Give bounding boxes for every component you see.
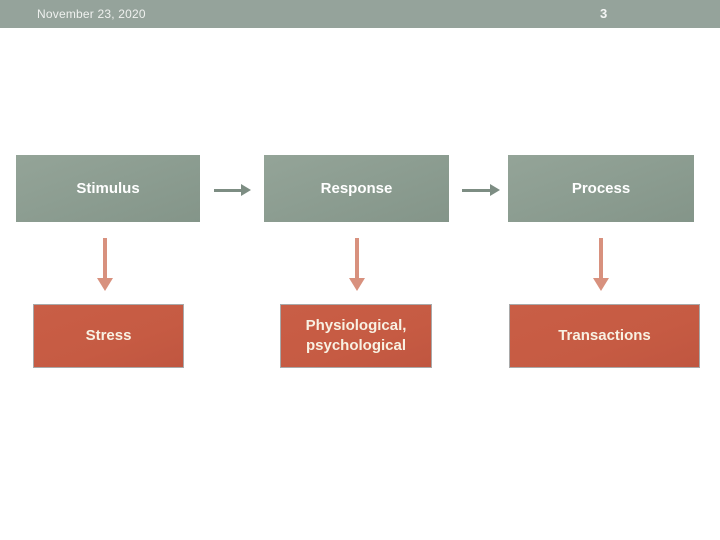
process-box: Process xyxy=(508,155,694,222)
arrow-shaft xyxy=(103,238,107,279)
physiological-psychological-label: Physiological, psychological xyxy=(305,316,407,354)
arrow-process-to-transactions-icon xyxy=(593,238,609,291)
arrow-shaft xyxy=(214,189,242,192)
stress-label: Stress xyxy=(85,326,132,344)
process-label: Process xyxy=(571,180,631,197)
physiological-psychological-box: Physiological, psychological xyxy=(280,304,432,368)
transactions-box: Transactions xyxy=(509,304,700,368)
arrow-response-to-physiological-icon xyxy=(349,238,365,291)
stress-box: Stress xyxy=(33,304,184,368)
arrow-stimulus-to-stress-icon xyxy=(97,238,113,291)
arrow-response-to-process-icon xyxy=(462,184,500,197)
arrow-head xyxy=(241,184,251,196)
response-label: Response xyxy=(320,180,393,197)
arrow-head xyxy=(97,278,113,291)
stimulus-label: Stimulus xyxy=(76,180,140,197)
arrow-head xyxy=(490,184,500,196)
arrow-head xyxy=(349,278,365,291)
arrow-shaft xyxy=(462,189,491,192)
stimulus-box: Stimulus xyxy=(16,155,200,222)
transactions-label: Transactions xyxy=(558,326,651,344)
page-number: 3 xyxy=(600,6,608,21)
response-box: Response xyxy=(264,155,449,222)
arrow-stimulus-to-response-icon xyxy=(214,184,251,197)
arrow-shaft xyxy=(355,238,359,279)
header-bar: November 23, 2020 3 xyxy=(0,0,720,28)
slide-date: November 23, 2020 xyxy=(37,7,146,21)
arrow-head xyxy=(593,278,609,291)
arrow-shaft xyxy=(599,238,603,279)
